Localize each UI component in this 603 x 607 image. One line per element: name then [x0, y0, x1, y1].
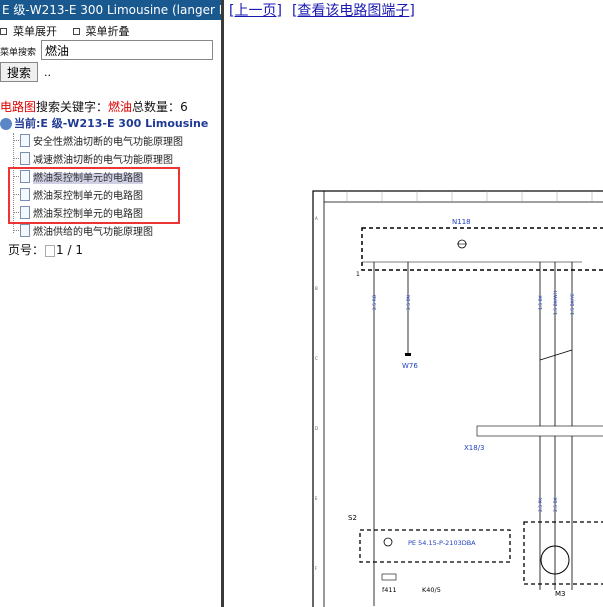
collapse-menu-button[interactable]: 菜单折叠 [72, 23, 130, 39]
globe-icon [0, 118, 12, 130]
m3-label: M3 [555, 590, 566, 598]
search-result-summary: 电路图搜索关键字：燃油总数量：6 [0, 98, 188, 115]
result-category: 电路图 [0, 100, 37, 114]
wire-label: 1.5 BK [538, 294, 544, 310]
tree-guide-line [13, 133, 14, 233]
tree-item[interactable]: 燃油泵控制单元的电路图 [13, 205, 143, 223]
tree-item[interactable]: 燃油供给的电气功能原理图 [13, 223, 153, 241]
k40-label: K40/5 [422, 586, 441, 594]
right-panel: [上一页][查看该电路图端子] A B C D E F N118 1 [224, 0, 603, 607]
s2-label: S2 [348, 514, 357, 522]
frame-row-letters: A B C D E F [315, 216, 318, 571]
wire-label: 2.5 BK [553, 496, 559, 512]
prev-page-link[interactable]: 上一页 [234, 3, 277, 19]
collapse-icon [72, 28, 80, 35]
svg-text:1: 1 [356, 271, 360, 278]
document-icon [20, 170, 30, 183]
left-panel: E 级-W213-E 300 Limousine (langer Ra 菜单展开… [0, 0, 221, 607]
row-letter: E [315, 496, 318, 501]
result-count: 6 [180, 100, 188, 114]
x18-label: X18/3 [464, 444, 485, 452]
search-dots: .. [44, 66, 51, 79]
n118-label: N118 [452, 218, 471, 226]
result-keyword: 燃油 [108, 100, 133, 114]
motor-icon [540, 545, 570, 575]
document-icon [20, 224, 30, 237]
ground-point [405, 353, 411, 356]
x18-connector [476, 425, 603, 437]
row-letter: B [315, 286, 318, 291]
wire-label: 2.5 BN [406, 295, 412, 310]
wire-labels: 2.5 RD 2.5 BN 1.5 BK 1.5 BK/WH 1.5 BK/YE… [372, 291, 576, 512]
tree-item[interactable]: 减速燃油切断的电气功能原理图 [13, 151, 173, 169]
vehicle-title-bar: E 级-W213-E 300 Limousine (langer Ra [0, 0, 221, 20]
wiring-diagram[interactable]: A B C D E F N118 1 2.5 RD 2.5 BN 1.5 BK … [312, 190, 603, 607]
keyword-label: 搜索关键字： [36, 100, 109, 114]
wire-label: 1.5 BK/YE [570, 293, 576, 315]
document-icon [20, 188, 30, 201]
pe-reference[interactable]: PE 54.15-P-2103DBA [408, 539, 476, 547]
pager-value: 1 / 1 [56, 243, 83, 257]
page-box [45, 244, 56, 257]
row-letter: A [315, 216, 318, 221]
tree-item[interactable]: 安全性燃油切断的电气功能原理图 [13, 133, 183, 151]
pager: 页号： 1 / 1 [8, 241, 83, 258]
row-letter: C [315, 356, 318, 361]
document-icon [20, 206, 30, 219]
wire-label: 2.5 PK [538, 497, 544, 512]
tree-item[interactable]: 燃油泵控制单元的电路图 [13, 187, 143, 205]
search-label: 菜单搜索 [0, 48, 37, 58]
current-vehicle[interactable]: 当前:E 级-W213-E 300 Limousine [0, 115, 221, 131]
n118-box [361, 227, 603, 271]
page-nav: [上一页][查看该电路图端子] [229, 3, 415, 19]
m3-box [523, 521, 603, 585]
document-icon [20, 152, 30, 165]
document-icon [20, 134, 30, 147]
expand-icon [0, 28, 7, 35]
menu-toolbar: 菜单展开 菜单折叠 [0, 23, 142, 39]
switch-icon [383, 537, 393, 547]
wire-label: 2.5 RD [372, 294, 378, 310]
row-letter: F [315, 566, 318, 571]
expand-menu-button[interactable]: 菜单展开 [0, 23, 57, 39]
tree-item-selected[interactable]: 燃油泵控制单元的电路图 [13, 169, 143, 187]
wire-label: 1.5 BK/WH [553, 291, 559, 315]
current-vehicle-label: 当前:E 级-W213-E 300 Limousine [14, 117, 209, 130]
f411-label: f411 [382, 586, 397, 594]
search-button[interactable]: 搜索 [0, 62, 38, 82]
search-input[interactable] [41, 40, 213, 60]
w76-label: W76 [402, 362, 418, 370]
count-label: 总数量： [132, 100, 181, 114]
frame-column-ticks [346, 191, 593, 202]
frame-divider[interactable] [221, 0, 224, 607]
view-terminals-link[interactable]: 查看该电路图端子 [297, 3, 410, 19]
fuse-icon [381, 573, 397, 581]
annotation-highlight-box [8, 167, 180, 224]
row-letter: D [315, 426, 318, 431]
pager-label: 页号： [8, 243, 45, 257]
